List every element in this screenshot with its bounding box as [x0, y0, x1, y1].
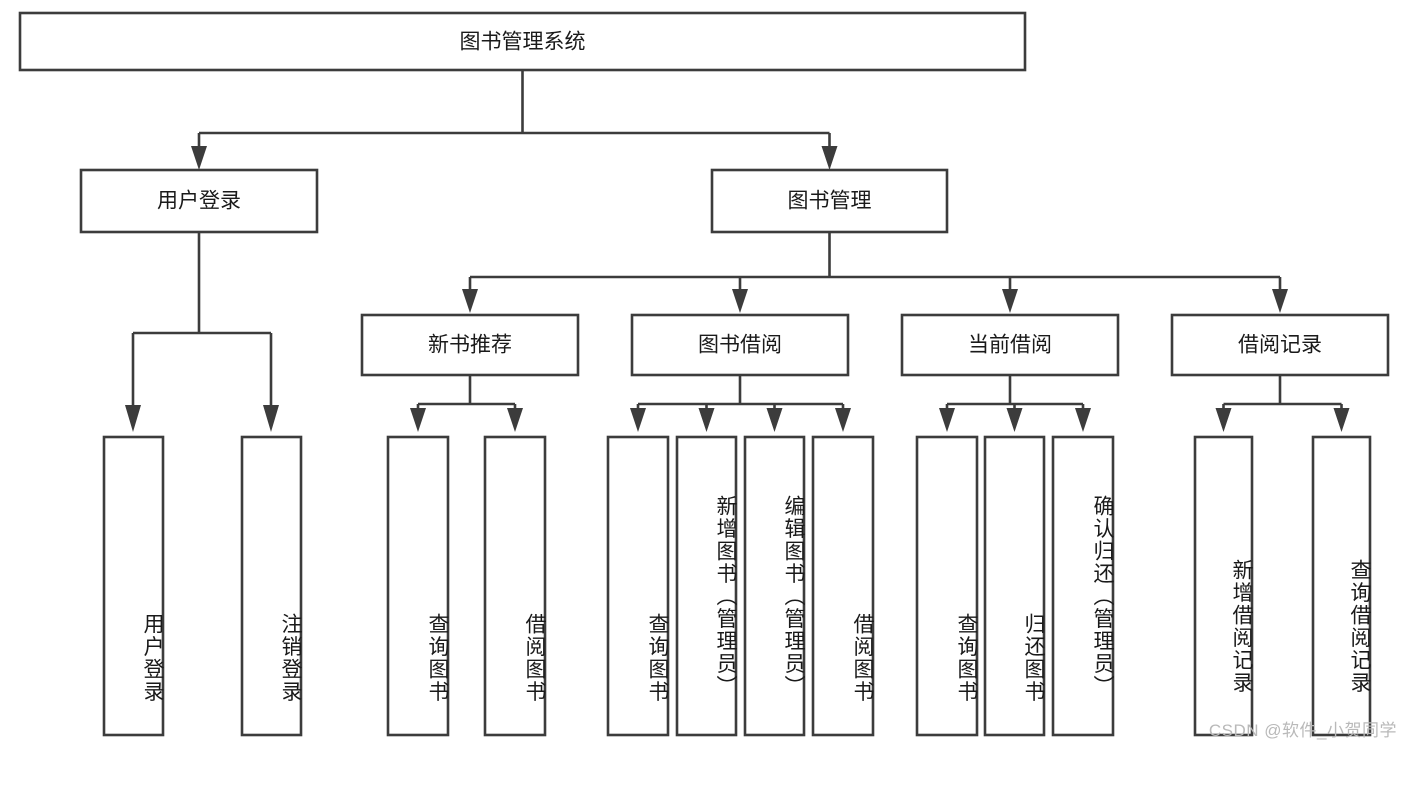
node-book-management-box[interactable] — [710, 168, 949, 234]
leaf-box-borrow-book-bb[interactable] — [811, 435, 875, 737]
node-book-borrow[interactable]: 图书借阅 — [630, 313, 850, 377]
node-borrow-record-label: 借阅记录 — [1238, 334, 1322, 357]
node-current-borrow[interactable]: 当前借阅 — [900, 313, 1120, 377]
leaf-box-return-book[interactable] — [983, 435, 1046, 737]
node-book-management[interactable]: 图书管理 — [710, 168, 949, 234]
arrowhead-cb-leaf-2 — [1006, 408, 1023, 432]
connector-layer — [125, 70, 1350, 432]
leaf-box-add-book-admin[interactable] — [675, 435, 738, 737]
node-borrow-record[interactable]: 借阅记录 — [1170, 313, 1390, 377]
node-book-management-label: 图书管理 — [788, 190, 872, 213]
arrowhead-user-login — [191, 146, 207, 170]
arrowhead-bb-leaf-4 — [835, 408, 851, 432]
arrowhead-cb-leaf-3 — [1075, 408, 1091, 432]
leaf-box-query-book-bb[interactable] — [606, 435, 670, 737]
arrowhead-book-mgmt — [821, 146, 838, 170]
leaf-box-layer — [102, 435, 1372, 737]
arrowhead-nbr-leaf-2 — [507, 408, 523, 432]
leaf-box-query-book-nbr[interactable] — [386, 435, 450, 737]
flowchart-diagram: 图书管理系统 用户登录 图书管理 新书推荐 图书借阅 当前借阅 借阅记录 — [18, 11, 1397, 740]
arrowhead-bb-leaf-1 — [630, 408, 646, 432]
node-root-label: 图书管理系统 — [460, 31, 586, 54]
leaf-box-edit-book-admin[interactable] — [743, 435, 806, 737]
node-root-box[interactable] — [18, 11, 1027, 72]
arrowhead-br-leaf-1 — [1215, 408, 1232, 432]
node-user-login-label: 用户登录 — [157, 190, 241, 213]
node-user-login-box[interactable] — [79, 168, 319, 234]
arrowhead-bb-leaf-3 — [766, 408, 783, 432]
arrowhead-leaf-logout — [263, 405, 279, 432]
arrowhead-bb-leaf-2 — [698, 408, 715, 432]
arrowhead-nbr-leaf-1 — [410, 408, 426, 432]
node-book-borrow-label: 图书借阅 — [698, 334, 782, 357]
leaf-box-borrow-book-nbr[interactable] — [483, 435, 547, 737]
arrowhead-leaf-user-login — [125, 405, 141, 432]
arrowhead-current-borrow — [1002, 289, 1018, 313]
arrowhead-br-leaf-2 — [1333, 408, 1350, 432]
diagram-canvas: 图书管理系统 用户登录 图书管理 新书推荐 图书借阅 当前借阅 借阅记录 — [18, 11, 1390, 737]
arrowhead-book-borrow — [732, 289, 748, 313]
csdn-watermark: CSDN @软件_小贺同学 — [1208, 721, 1397, 740]
node-new-book-recommend[interactable]: 新书推荐 — [360, 313, 580, 377]
node-borrow-record-box[interactable] — [1170, 313, 1390, 377]
node-root[interactable]: 图书管理系统 — [18, 11, 1027, 72]
arrowhead-cb-leaf-1 — [939, 408, 955, 432]
leaf-box-user-login[interactable] — [102, 435, 165, 737]
leaf-box-confirm-return[interactable] — [1051, 435, 1115, 737]
node-book-borrow-box[interactable] — [630, 313, 850, 377]
leaf-box-query-book-cb[interactable] — [915, 435, 979, 737]
node-new-book-recommend-label: 新书推荐 — [428, 334, 512, 357]
arrowhead-new-book-rec — [462, 289, 478, 313]
leaf-box-logout[interactable] — [240, 435, 303, 737]
node-new-book-recommend-box[interactable] — [360, 313, 580, 377]
arrowhead-borrow-record — [1272, 289, 1288, 313]
node-user-login[interactable]: 用户登录 — [79, 168, 319, 234]
node-current-borrow-box[interactable] — [900, 313, 1120, 377]
node-current-borrow-label: 当前借阅 — [968, 334, 1052, 357]
leaf-box-add-borrow-record[interactable] — [1193, 435, 1254, 737]
leaf-box-query-borrow-record[interactable] — [1311, 435, 1372, 737]
